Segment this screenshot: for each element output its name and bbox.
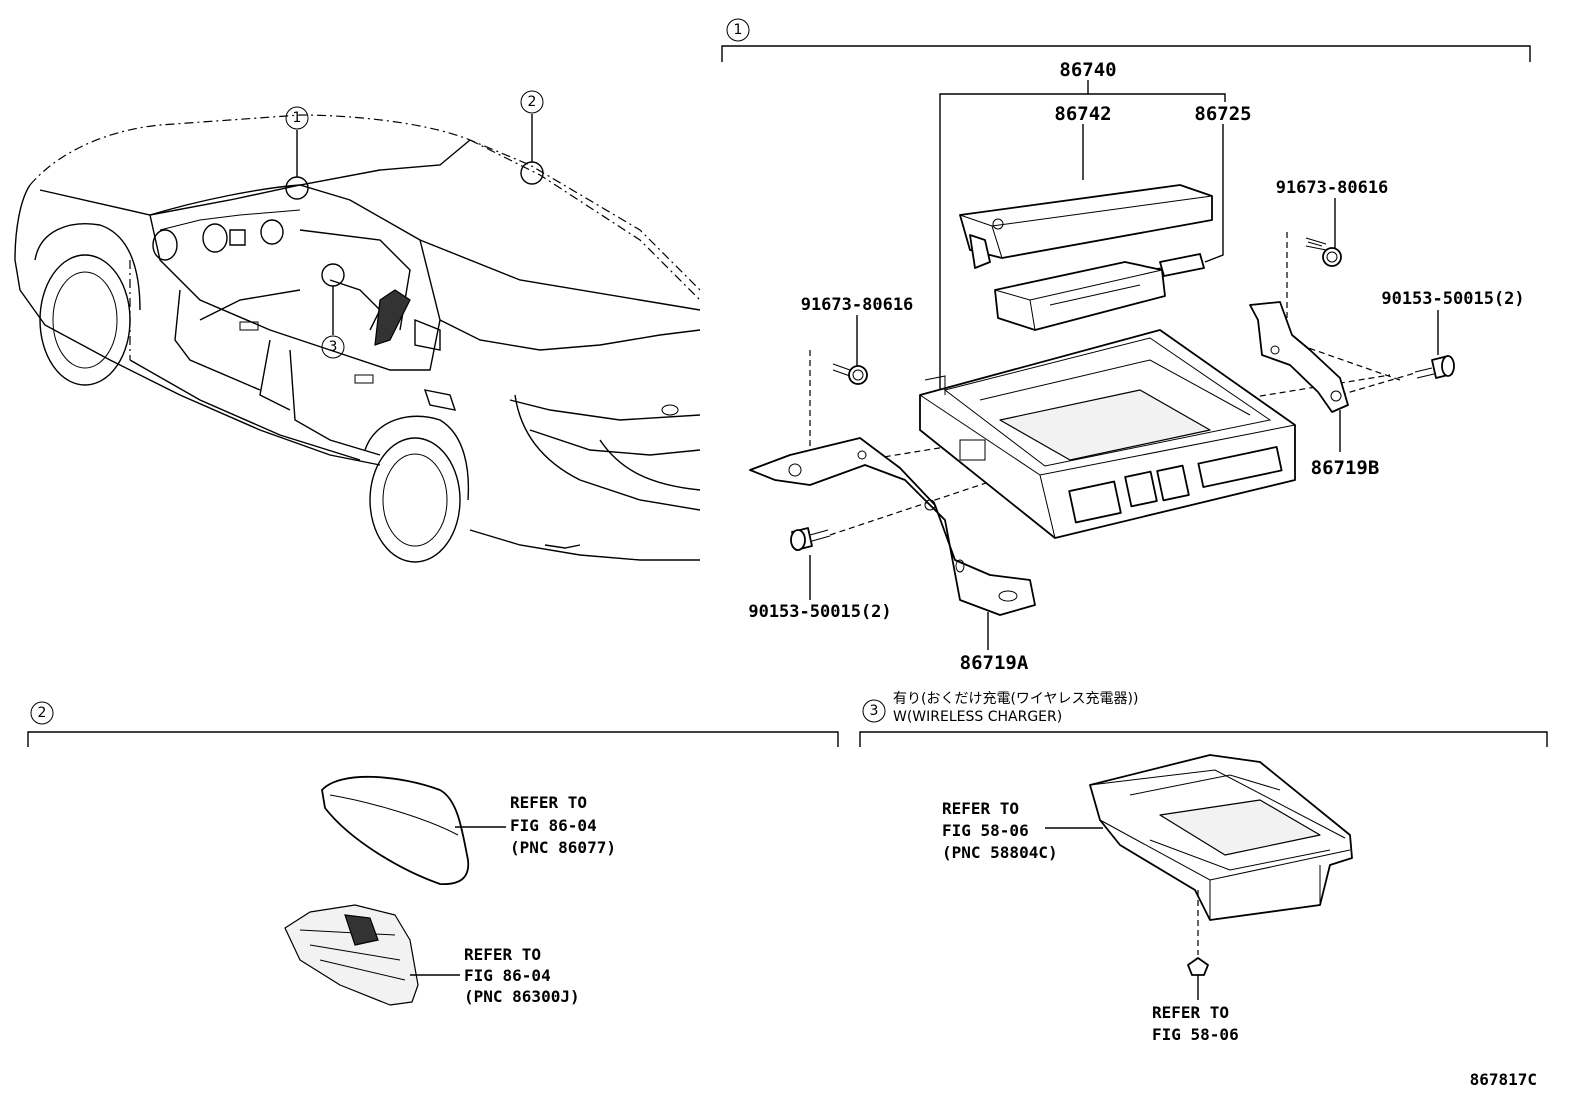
- part-86742: 86742: [1054, 103, 1111, 125]
- screw-91673-right: [1305, 237, 1342, 267]
- figure-id: 867817C: [1470, 1070, 1537, 1089]
- bracket-86719A: [749, 437, 1036, 616]
- ref-fin-line2: FIG 86-04: [510, 816, 597, 835]
- part-86742-module: [959, 184, 1213, 277]
- ref-charger-line3: (PNC 58804C): [942, 843, 1058, 862]
- shark-fin-antenna-cover: [321, 775, 470, 885]
- section-3-marker: 3: [870, 703, 879, 719]
- wireless-charger-tray: [1089, 754, 1353, 921]
- part-86719B: 86719B: [1311, 457, 1380, 479]
- middle-module: [994, 261, 1166, 331]
- car-callout-2: 2: [528, 94, 537, 110]
- part-86725: 86725: [1194, 103, 1251, 125]
- ref-fin-line3: (PNC 86077): [510, 838, 616, 857]
- ref-charger-line2: FIG 58-06: [942, 821, 1029, 840]
- part-90153-50015-left: 90153-50015(2): [748, 602, 891, 622]
- ref-screw-line2: FIG 58-06: [1152, 1025, 1239, 1044]
- section-2-bracket: [27, 701, 839, 747]
- ref-screw-line1: REFER TO: [1152, 1003, 1229, 1022]
- car-callout-1: 1: [293, 110, 302, 126]
- section-3-bracket: [859, 699, 1548, 747]
- car-callout-3: 3: [329, 339, 338, 355]
- main-tray: [919, 329, 1296, 539]
- car-illustration: [14, 90, 701, 563]
- section-1-leaders: [809, 80, 1439, 650]
- ref-base-line1: REFER TO: [464, 945, 541, 964]
- part-91673-80616-left: 91673-80616: [801, 295, 914, 315]
- bracket-86719B: [1249, 301, 1349, 413]
- ref-base-line3: (PNC 86300J): [464, 987, 580, 1006]
- bolt-90153-left: [790, 527, 831, 551]
- antenna-base: [284, 904, 419, 1006]
- part-90153-50015-right: 90153-50015(2): [1381, 289, 1524, 309]
- section-3-title-jp: 有り(おくだけ充電(ワイヤレス充電器)): [893, 691, 1138, 707]
- part-86740: 86740: [1059, 59, 1116, 81]
- part-91673-80616-right: 91673-80616: [1276, 178, 1389, 198]
- part-86719A: 86719A: [960, 652, 1029, 674]
- screw-91673-left: [832, 363, 868, 385]
- ref-charger-line1: REFER TO: [942, 799, 1019, 818]
- section-2-marker: 2: [38, 705, 47, 721]
- wireless-charger-screw: [1187, 890, 1209, 1000]
- ref-fin-line1: REFER TO: [510, 793, 587, 812]
- section-1-bracket: [721, 18, 1531, 62]
- bolt-90153-right: [1414, 355, 1455, 379]
- section-3-title-en: W(WIRELESS CHARGER): [893, 709, 1062, 725]
- ref-base-line2: FIG 86-04: [464, 966, 551, 985]
- section-1-marker: 1: [734, 22, 743, 38]
